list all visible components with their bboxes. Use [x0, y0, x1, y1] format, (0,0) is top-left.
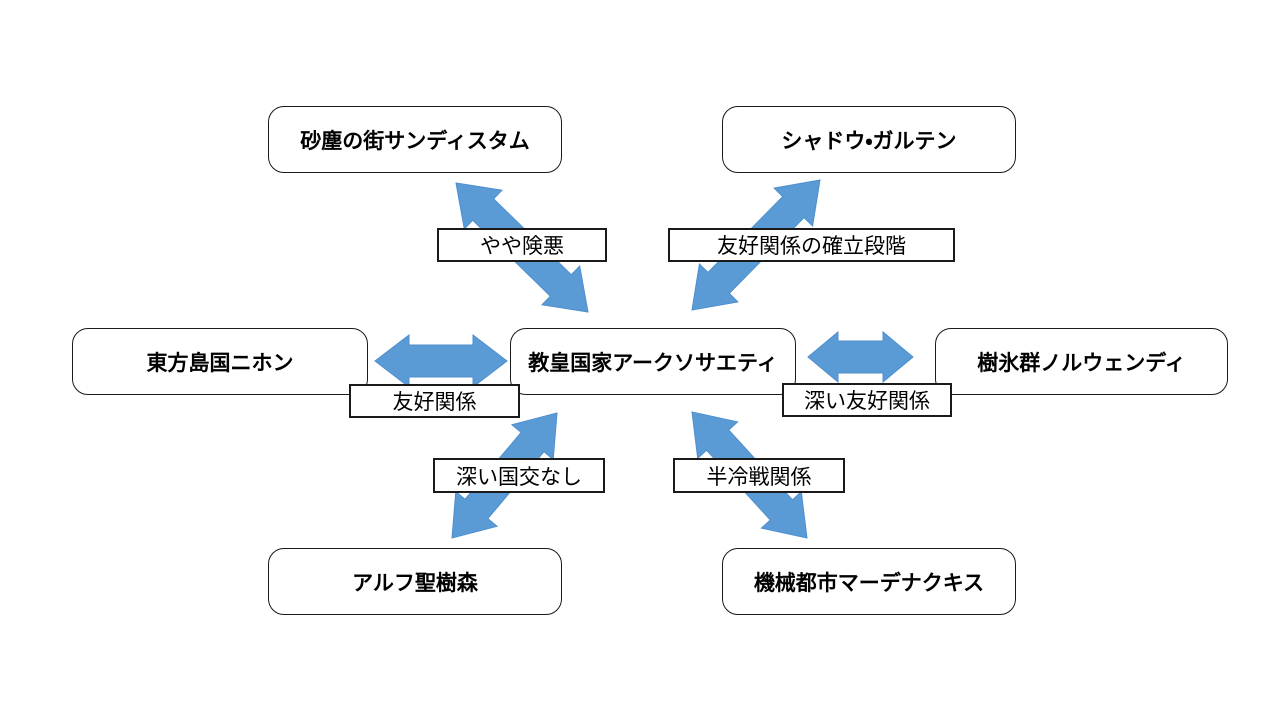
node-label: 教皇国家アークソサエティ — [528, 351, 778, 375]
node-alf-forest: アルフ聖樹森 — [268, 548, 562, 615]
node-label: 樹氷群ノルウェンディ — [977, 351, 1186, 375]
edge-label-han-reisen-kankei: 半冷戦関係 — [673, 458, 845, 493]
node-label: 東方島国ニホン — [146, 351, 294, 375]
edge-label-text: 友好関係 — [392, 391, 477, 414]
node-label: アルフ聖樹森 — [352, 571, 478, 595]
arrow-center-nihon — [374, 333, 508, 389]
edge-label-text: 深い友好関係 — [804, 390, 930, 413]
node-label: 砂塵の街サンディスタム — [300, 129, 530, 153]
edge-label-yuko-kakuritsu-dankai: 友好関係の確立段階 — [668, 228, 955, 262]
node-label: シャドウ・ガルテン — [781, 129, 957, 153]
node-label: 機械都市マーデナクキス — [753, 571, 985, 595]
edge-label-text: やや険悪 — [480, 235, 564, 258]
node-norwendy: 樹氷群ノルウェンディ — [935, 328, 1228, 395]
node-shadow-garten: シャドウ・ガルテン — [722, 106, 1016, 173]
node-sandistam: 砂塵の街サンディスタム — [268, 106, 562, 173]
edge-label-yuko-kankei: 友好関係 — [349, 384, 520, 418]
node-arc-society: 教皇国家アークソサエティ — [510, 328, 796, 395]
edge-label-text: 半冷戦関係 — [706, 465, 812, 489]
edge-label-yaya-kenaku: やや険悪 — [437, 228, 607, 262]
node-madenakukis: 機械都市マーデナクキス — [722, 548, 1016, 615]
node-nihon: 東方島国ニホン — [72, 328, 368, 395]
edge-label-text: 友好関係の確立段階 — [717, 235, 906, 258]
arrow-center-norwendy — [807, 330, 914, 384]
edge-label-fukai-kokko-nashi: 深い国交なし — [433, 458, 605, 493]
edge-label-fukai-yuko-kankei: 深い友好関係 — [782, 383, 952, 417]
edge-label-text: 深い国交なし — [456, 465, 582, 489]
